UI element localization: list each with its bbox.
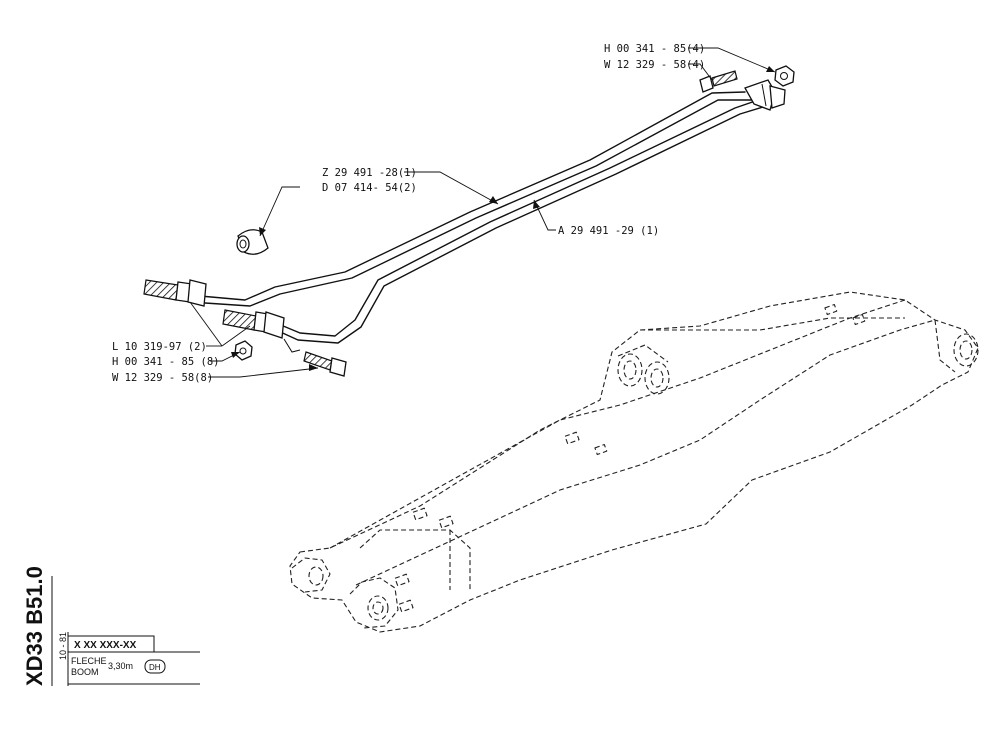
nut-bottom bbox=[234, 340, 253, 361]
label-hose-l: L 10 319-97 (2) bbox=[112, 341, 207, 353]
name-fr: FLECHE bbox=[71, 656, 107, 666]
label-screw-top: W 12 329 - 58(4) bbox=[604, 59, 705, 71]
label-pipe-a: A 29 491 -29 (1) bbox=[558, 225, 659, 237]
drawing-code: XD33 B51.0 bbox=[22, 566, 47, 686]
boom-outline bbox=[289, 291, 979, 633]
clamp-d bbox=[236, 229, 269, 255]
title-block: XD33 B51.0 10 - 81 X XX XXX-XX FLECHE BO… bbox=[22, 566, 200, 686]
label-pipe-z: Z 29 491 -28(1) bbox=[322, 167, 417, 179]
label-nut-top: H 00 341 - 85(4) bbox=[604, 43, 705, 55]
label-clamp-d: D 07 414- 54(2) bbox=[322, 182, 417, 194]
name-en: BOOM bbox=[71, 667, 99, 677]
label-screw-bottom: W 12 329 - 58(8) bbox=[112, 372, 213, 384]
variant-badge: DH bbox=[149, 663, 161, 672]
leader-lines bbox=[189, 47, 776, 378]
callout-labels: H 00 341 - 85(4) W 12 329 - 58(4) Z 29 4… bbox=[112, 43, 705, 384]
hose-fitting-1 bbox=[143, 279, 207, 307]
boom-length: 3,30m bbox=[108, 661, 133, 671]
screw-bottom bbox=[303, 351, 347, 377]
screw-top bbox=[699, 70, 738, 93]
nut-top bbox=[774, 65, 795, 87]
part-number: X XX XXX-XX bbox=[74, 640, 137, 651]
hose-fitting-2 bbox=[222, 309, 285, 339]
drawing-date: 10 - 81 bbox=[58, 632, 68, 660]
pipe-end-bracket-top bbox=[744, 79, 786, 111]
label-nut-bottom: H 00 341 - 85 (8) bbox=[112, 356, 219, 368]
hydraulic-pipes bbox=[199, 91, 777, 353]
